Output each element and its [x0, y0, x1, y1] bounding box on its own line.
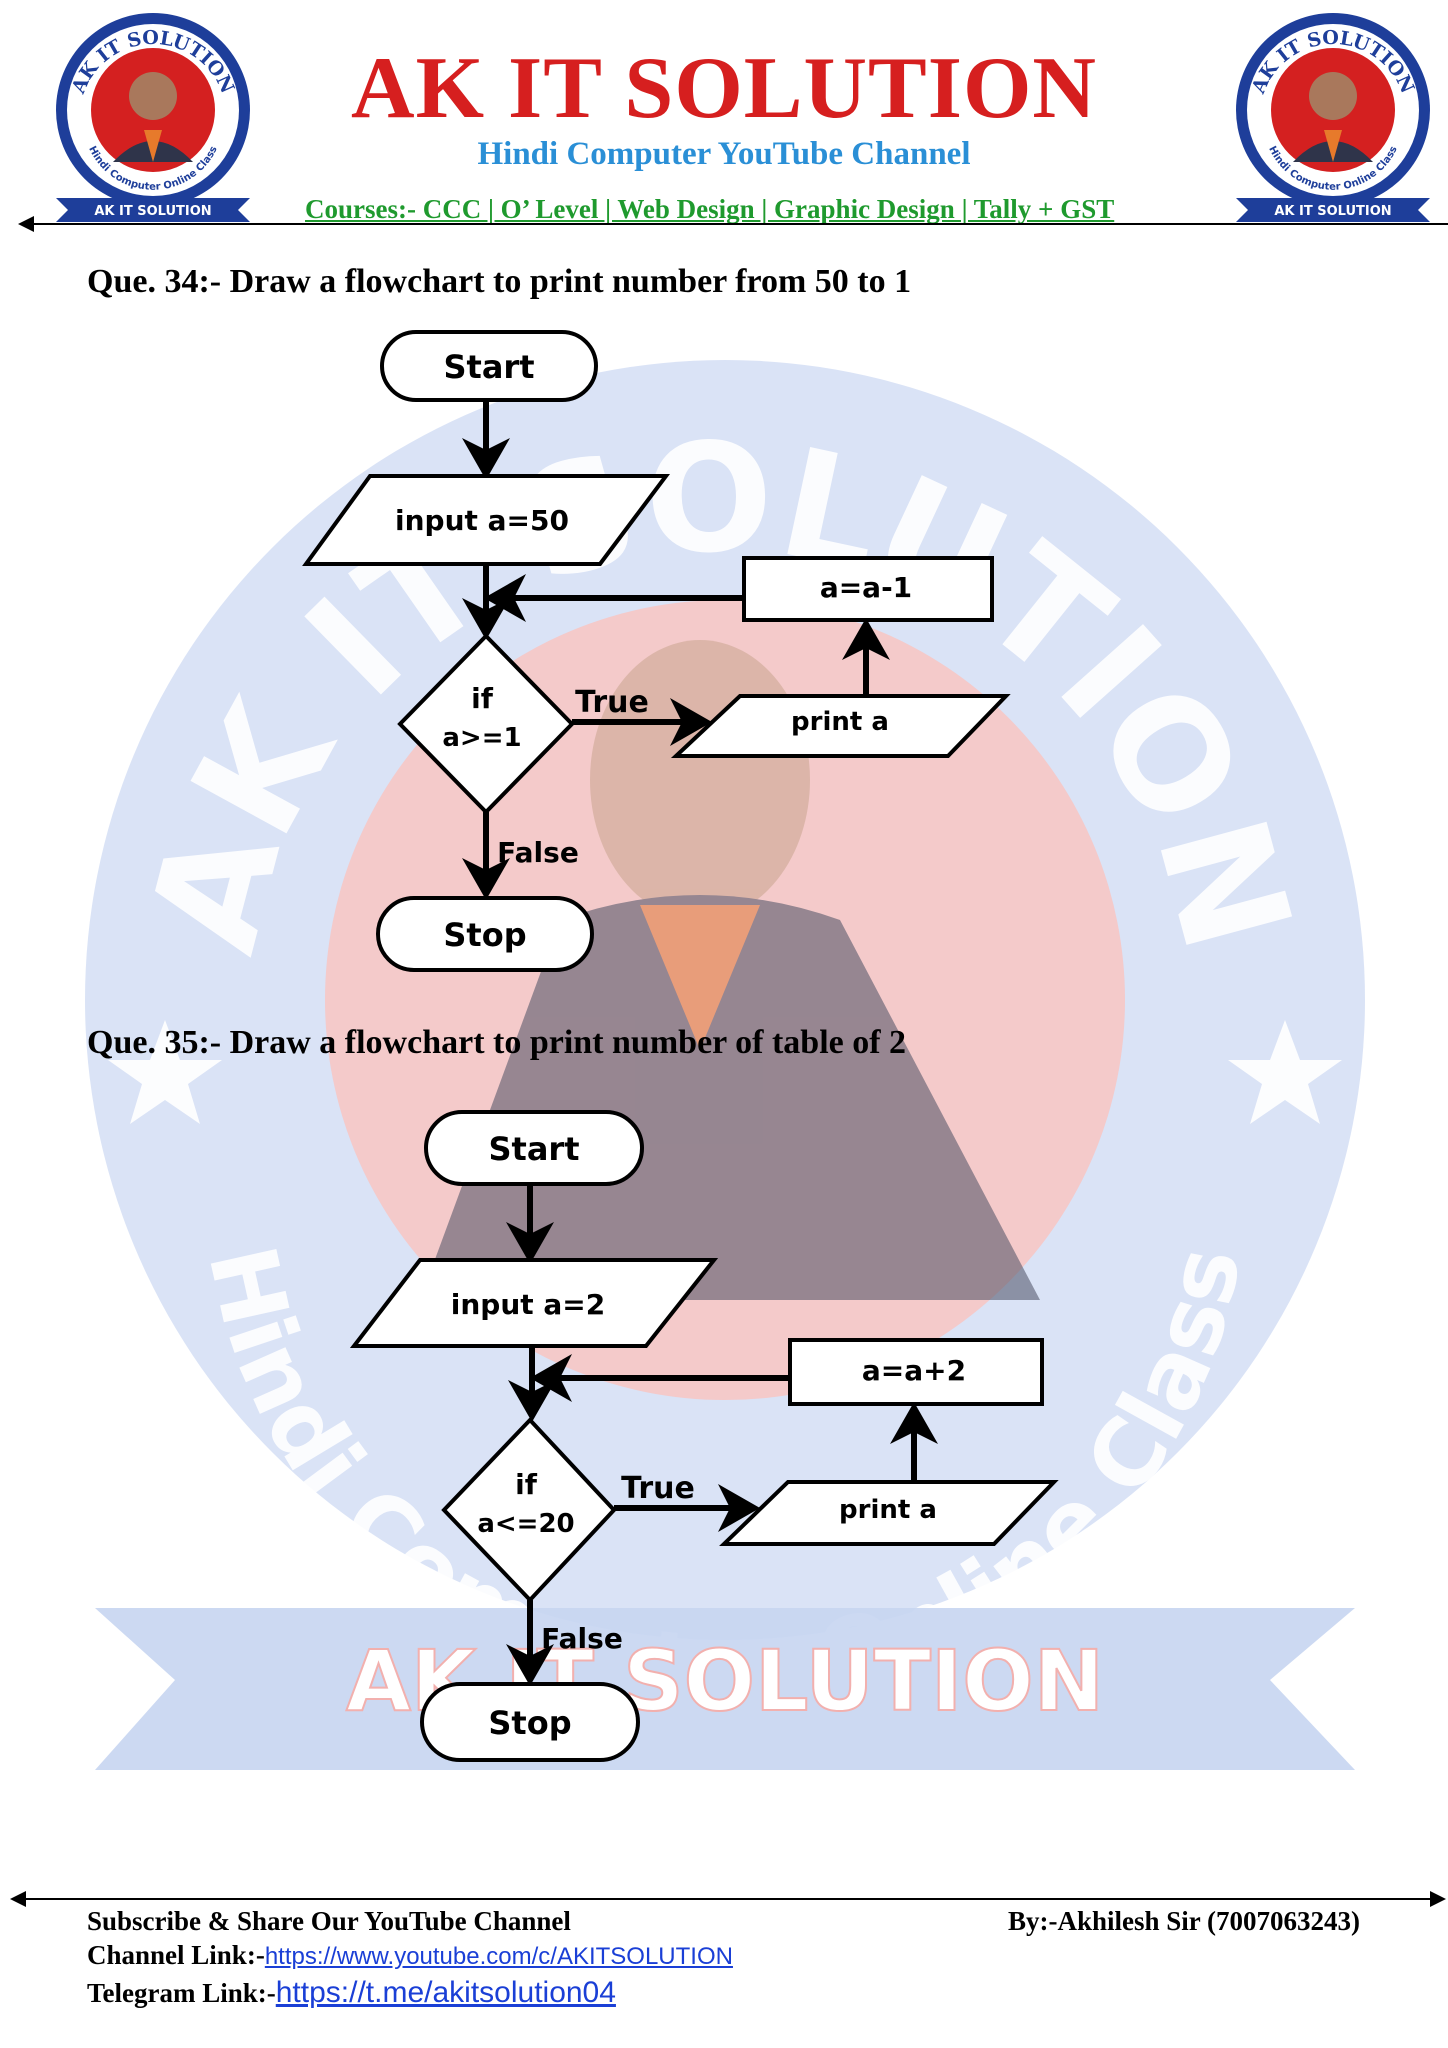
q34-start-label: Start: [443, 348, 534, 386]
logo-face: [129, 72, 177, 120]
divider-arrow-left-icon: [10, 1891, 26, 1907]
q35-decision-line2: a<=20: [477, 1509, 574, 1539]
footer-telegram: Telegram Link:-https://t.me/akitsolution…: [87, 1976, 616, 2010]
q35-update-block: [788, 1338, 1044, 1406]
logo-right: AK IT SOLUTION Hindi Computer Online Cla…: [1236, 13, 1430, 222]
q34-print-label: print a: [791, 707, 889, 737]
header-divider: [18, 216, 1448, 232]
q35-true-label: True: [621, 1471, 695, 1506]
watermark-star-left: [108, 1020, 222, 1124]
q35-start-terminal: [424, 1110, 644, 1186]
footer-subscribe: Subscribe & Share Our YouTube Channel: [87, 1906, 571, 1936]
q34-update-label: a=a-1: [820, 571, 912, 604]
q34-decision-line1: if: [471, 682, 494, 715]
q35-input-label: input a=2: [451, 1288, 605, 1321]
q35-stop-terminal: [420, 1682, 640, 1762]
q34-input-label: input a=50: [395, 504, 569, 537]
q34-decision-line2: a>=1: [442, 723, 521, 753]
watermark-star-right: [1228, 1020, 1342, 1124]
courses-list: Courses:- CCC | O’ Level | Web Design | …: [305, 194, 1115, 224]
footer-channel: Channel Link:-https://www.youtube.com/c/…: [87, 1940, 733, 1971]
q35-stop-label: Stop: [488, 1704, 571, 1742]
question-35-title: Que. 35:- Draw a flowchart to print numb…: [87, 1024, 907, 1061]
q35-input-block: [349, 1258, 719, 1348]
q35-false-label: False: [541, 1622, 623, 1655]
q35-update-label: a=a+2: [862, 1354, 966, 1387]
divider-arrow-icon: [18, 216, 34, 232]
channel-link[interactable]: https://www.youtube.com/c/AKITSOLUTION: [264, 1943, 733, 1970]
brand-title: AK IT SOLUTION: [351, 40, 1097, 137]
q34-true-label: True: [575, 685, 649, 720]
divider-arrow-right-icon: [1430, 1891, 1446, 1907]
q35-print-block: [719, 1480, 1059, 1546]
q34-print-block: [670, 694, 1011, 758]
q34-input-block: [302, 474, 670, 566]
footer-byline: By:-Akhilesh Sir (7007063243): [1007, 1906, 1360, 1936]
footer-divider: [10, 1891, 1446, 1907]
q35-start-label: Start: [488, 1130, 579, 1168]
brand-subtitle: Hindi Computer YouTube Channel: [477, 136, 971, 172]
telegram-link[interactable]: https://t.me/akitsolution04: [275, 1976, 616, 2009]
q34-false-label: False: [497, 836, 579, 869]
q34-stop-label: Stop: [443, 916, 526, 954]
logo-face: [1309, 72, 1357, 120]
question-34-title: Que. 34:- Draw a flowchart to print numb…: [87, 263, 912, 300]
logo-ribbon-text: AK IT SOLUTION: [1274, 204, 1391, 219]
q35-decision-line1: if: [515, 1468, 538, 1501]
q35-print-label: print a: [839, 1495, 937, 1525]
logo-left: AK IT SOLUTION Hindi Computer Online Cla…: [56, 13, 250, 222]
logo-ribbon-text: AK IT SOLUTION: [94, 204, 211, 219]
channel-link-prefix: Channel Link:-: [87, 1940, 265, 1970]
watermark-ribbon: [95, 1608, 1355, 1770]
q34-stop-terminal: [376, 896, 594, 972]
telegram-link-prefix: Telegram Link:-: [87, 1978, 276, 2008]
